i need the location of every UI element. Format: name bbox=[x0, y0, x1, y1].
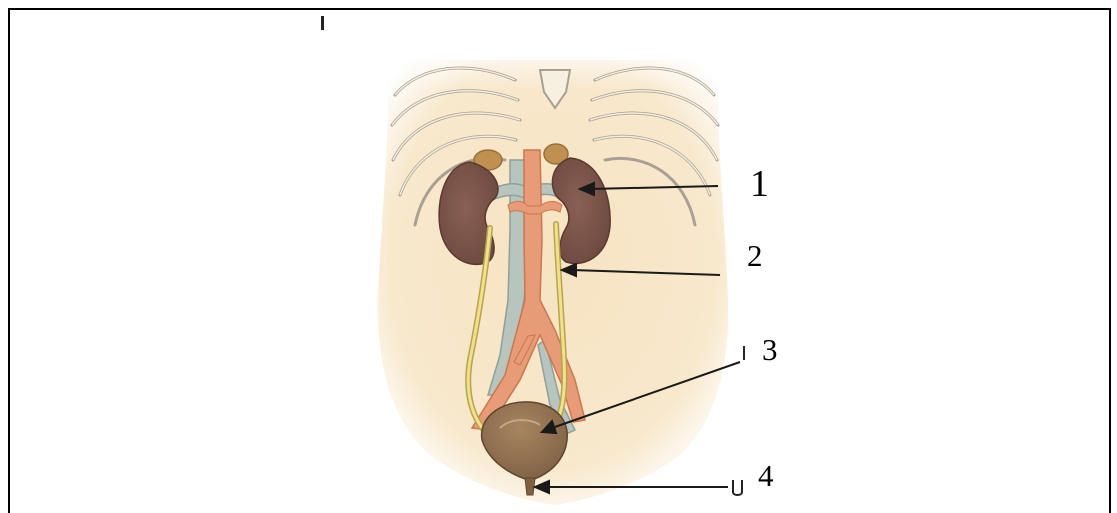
diagram-label-1: 1 bbox=[750, 165, 769, 203]
diagram-label-3: 3 bbox=[762, 334, 778, 365]
urethra bbox=[525, 478, 535, 495]
top-mark bbox=[321, 16, 324, 30]
diagram-label-2: 2 bbox=[747, 240, 763, 271]
diagram-label-4: 4 bbox=[758, 460, 774, 491]
stray-mark-3 bbox=[743, 346, 745, 360]
stray-mark-4 bbox=[733, 480, 742, 495]
